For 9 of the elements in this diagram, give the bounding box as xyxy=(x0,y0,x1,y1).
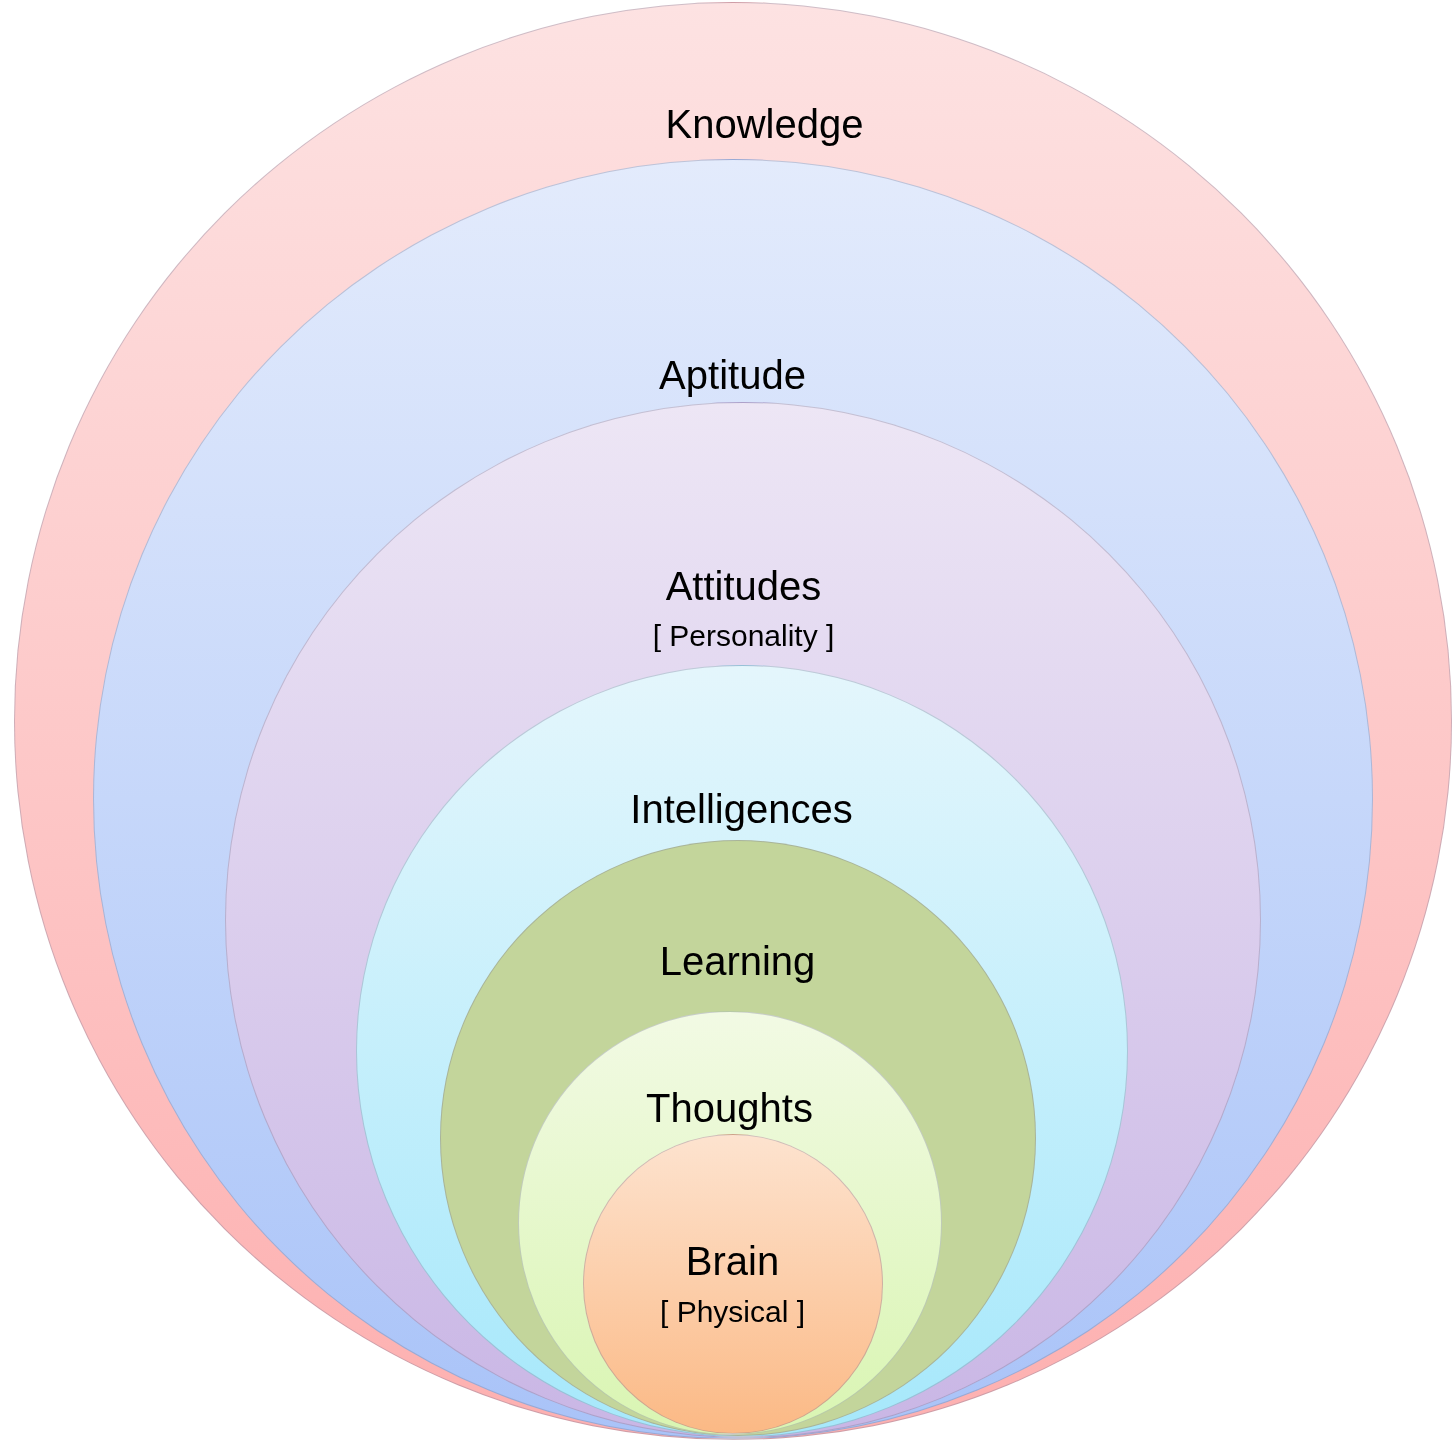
circle-label: Aptitude xyxy=(659,352,806,398)
circle-label: Thoughts xyxy=(646,1085,813,1131)
circle-sublabel: [ Personality ] xyxy=(652,618,835,654)
circle-label: Attitudes xyxy=(665,563,822,609)
circle-label: Brain xyxy=(685,1238,780,1284)
circle-label: Learning xyxy=(659,938,816,984)
circle-sublabel: [ Physical ] xyxy=(659,1294,806,1330)
circle-label: Intelligences xyxy=(630,786,853,832)
circle-label: Knowledge xyxy=(665,101,864,147)
